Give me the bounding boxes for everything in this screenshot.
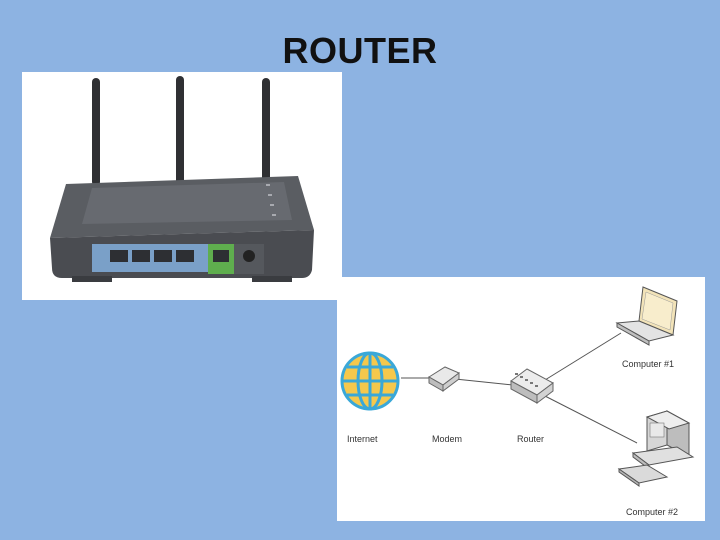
modem-label: Modem	[432, 434, 462, 444]
internet-label: Internet	[347, 434, 378, 444]
laptop-icon	[615, 286, 678, 346]
slide-title: ROUTER	[282, 30, 438, 71]
computer-1-label: Computer #1	[622, 359, 674, 369]
computer-2-label: Computer #2	[626, 507, 678, 517]
router-label: Router	[517, 434, 544, 444]
router-photo	[22, 72, 342, 300]
wireless-router-image	[50, 76, 314, 282]
modem-icon	[428, 366, 460, 392]
connection-lines	[401, 332, 638, 444]
router-icon	[510, 368, 554, 404]
network-diagram: Internet Modem Router Computer #1 Comput…	[337, 277, 705, 521]
desktop-computer-icon	[617, 410, 695, 487]
globe-icon	[340, 351, 400, 411]
